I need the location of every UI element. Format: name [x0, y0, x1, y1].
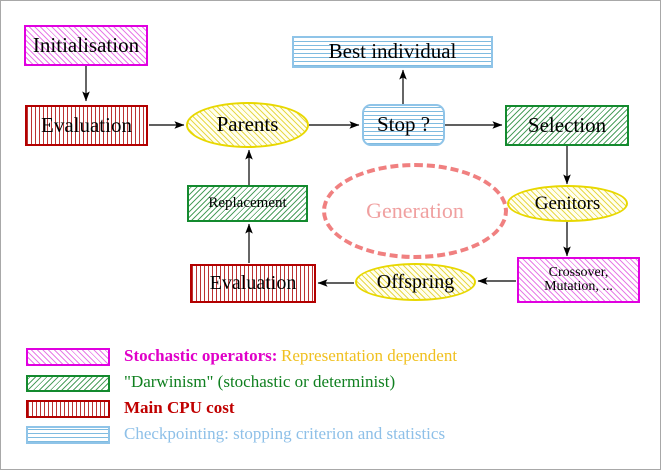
- legend-swatch-checkpointing: [26, 426, 110, 444]
- legend-label-stochastic-operators: Stochastic operators:: [124, 346, 278, 365]
- legend-label-checkpointing: Checkpointing: stopping criterion and st…: [124, 424, 446, 443]
- node-evaluation-top[interactable]: Evaluation: [25, 105, 148, 146]
- node-selection[interactable]: Selection: [505, 105, 629, 146]
- node-best-individual-label: Best individual: [328, 39, 457, 64]
- legend-label-main-cpu-cost: Main CPU cost: [124, 398, 235, 417]
- node-generation-label: Generation: [366, 198, 464, 223]
- legend-swatch-darwinism: [26, 375, 110, 392]
- node-evaluation-bottom[interactable]: Evaluation: [190, 264, 316, 303]
- node-evaluation-top-label: Evaluation: [41, 112, 132, 137]
- node-best-individual[interactable]: Best individual: [292, 36, 493, 68]
- node-replacement-label: Replacement: [208, 194, 287, 211]
- node-generation: Generation: [322, 163, 508, 259]
- legend-swatch-stochastic-operators: [26, 348, 110, 366]
- node-offspring-label: Offspring: [376, 270, 455, 293]
- node-stop-label: Stop ?: [376, 112, 431, 137]
- node-replacement[interactable]: Replacement: [187, 185, 308, 222]
- node-parents[interactable]: Parents: [186, 102, 309, 148]
- node-genitors-label: Genitors: [534, 192, 601, 214]
- node-initialisation-label: Initialisation: [32, 32, 140, 57]
- node-stop[interactable]: Stop ?: [362, 104, 445, 146]
- node-offspring[interactable]: Offspring: [355, 263, 476, 301]
- node-genitors[interactable]: Genitors: [507, 185, 628, 222]
- node-crossover-mutation[interactable]: Crossover, Mutation, ...: [517, 257, 640, 303]
- legend-label-darwinism: "Darwinism" (stochastic or determinist): [124, 372, 396, 391]
- legend-note-representation-dependent: Representation dependent: [281, 346, 458, 365]
- legend-swatch-main-cpu-cost: [26, 400, 110, 418]
- node-evaluation-bottom-label: Evaluation: [209, 272, 297, 295]
- node-initialisation[interactable]: Initialisation: [24, 25, 148, 66]
- node-crossover-mutation-label: Crossover, Mutation, ...: [544, 264, 613, 294]
- node-selection-label: Selection: [527, 112, 607, 137]
- node-parents-label: Parents: [216, 112, 279, 137]
